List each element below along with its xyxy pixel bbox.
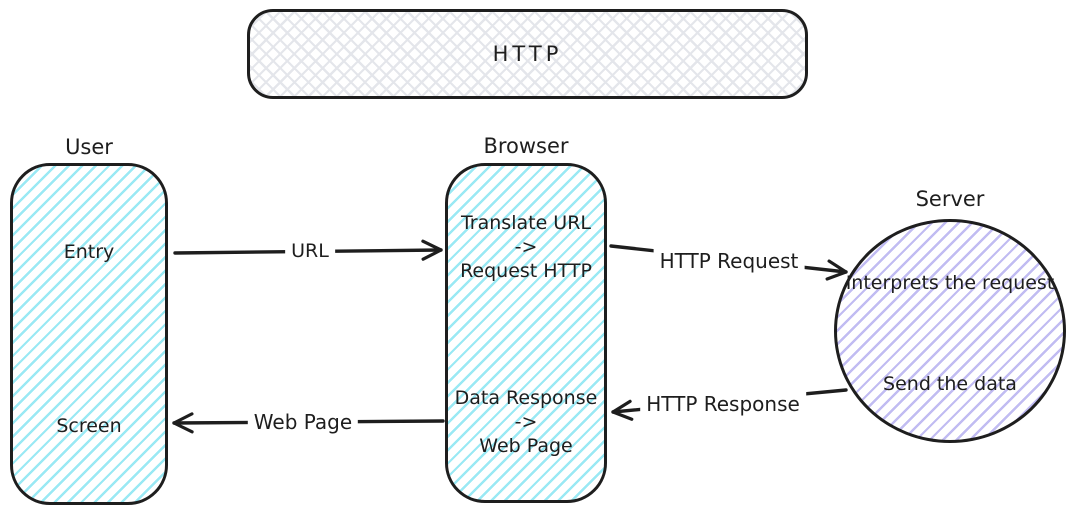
server-node-shape[interactable]: Interprets the request Send the data <box>834 219 1066 443</box>
http-banner-label: HTTP <box>492 42 563 66</box>
browser-node-title[interactable]: Browser <box>483 134 569 158</box>
browser-request-flow-label: Translate URL -> Request HTTP <box>460 212 592 282</box>
http-response-arrow-label[interactable]: HTTP Response <box>640 392 806 416</box>
url-arrow-label[interactable]: URL <box>285 240 335 262</box>
user-node-shape[interactable]: Entry Screen <box>10 163 168 505</box>
user-entry-label: Entry <box>63 241 115 263</box>
user-screen-label: Screen <box>56 415 122 437</box>
web-page-arrow-label[interactable]: Web Page <box>247 410 359 434</box>
server-node-title[interactable]: Server <box>915 187 985 211</box>
browser-response-flow-label: Data Response -> Web Page <box>454 387 598 457</box>
user-node-title[interactable]: User <box>65 135 113 159</box>
server-send-label: Send the data <box>883 373 1017 395</box>
http-request-arrow-label[interactable]: HTTP Request <box>653 249 805 273</box>
browser-node-shape[interactable]: Translate URL -> Request HTTP Data Respo… <box>445 163 607 503</box>
http-banner-shape[interactable]: HTTP <box>247 9 808 99</box>
server-interpret-label: Interprets the request <box>845 272 1055 294</box>
